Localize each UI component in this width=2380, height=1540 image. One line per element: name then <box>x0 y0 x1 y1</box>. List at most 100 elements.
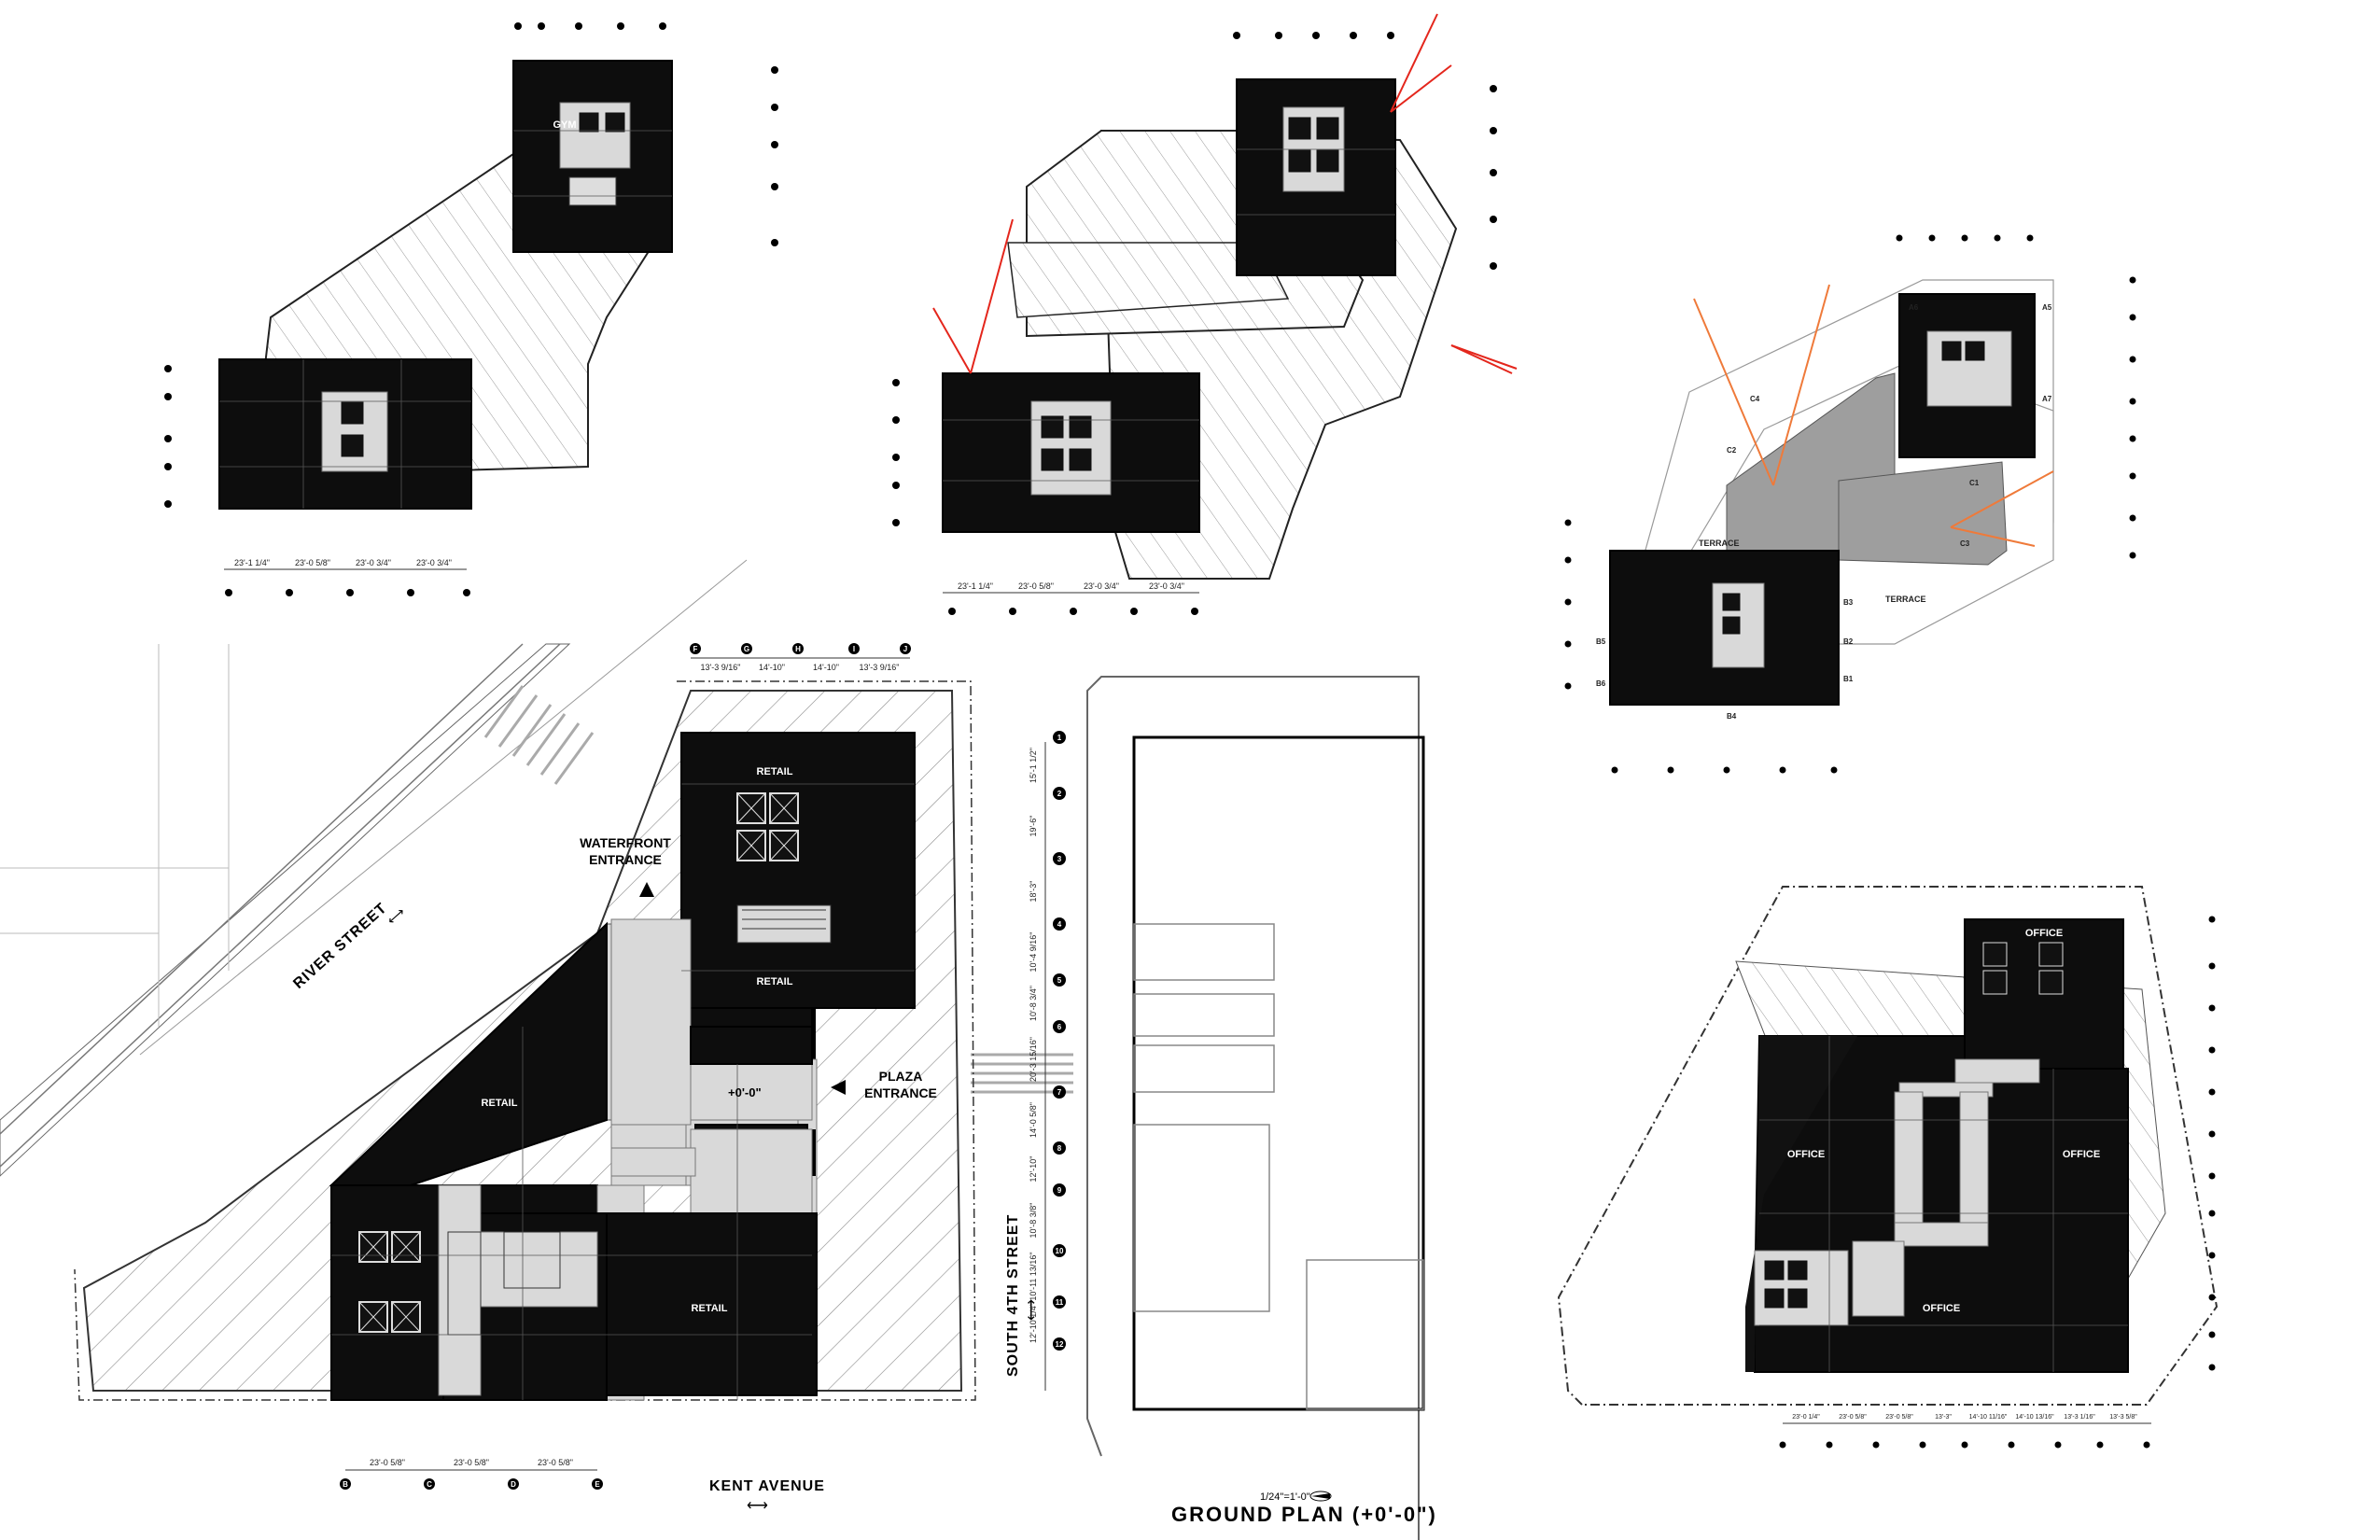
grid-bubble-label-3: 3 <box>1057 855 1062 863</box>
plaza-entrance-line2: ENTRANCE <box>864 1085 937 1100</box>
unit-C3: C3 <box>1960 539 1970 548</box>
structural-grid-lines <box>331 783 915 1400</box>
terrace-label-1: TERRACE <box>1699 539 1740 548</box>
south4th-street-label: SOUTH 4TH STREET ⟷ <box>1005 1214 1040 1377</box>
res-a-dim-1: 23'-1 1/4" <box>234 558 270 567</box>
residential-plan-b: 23'-1 1/4" 23'-0 5/8" 23'-0 3/4" 23'-0 3… <box>892 13 1518 615</box>
residential-b-room-grid <box>943 148 1395 482</box>
waterfront-entrance-line2: ENTRANCE <box>589 852 662 867</box>
unit-B5: B5 <box>1596 637 1606 646</box>
river-street-text: RIVER STREET <box>290 900 390 992</box>
north-arrow-icon <box>1309 1491 1332 1502</box>
res-a-dim-2: 23'-0 5/8" <box>295 558 330 567</box>
right-dim-10: 10'-11 13/16" <box>1029 1252 1038 1300</box>
residential-plan-a: GYM 23'-1 1/4" 23'-0 5/8" 23'-0 3/4" 23'… <box>164 22 778 596</box>
terrace-label-2: TERRACE <box>1885 595 1926 604</box>
unit-A5: A5 <box>2042 303 2052 312</box>
unit-B6: B6 <box>1596 679 1606 688</box>
unit-B1: B1 <box>1843 675 1854 683</box>
res-b-dim-4: 23'-0 3/4" <box>1149 581 1184 591</box>
res-b-dim-3: 23'-0 3/4" <box>1084 581 1119 591</box>
grid-bubble-11 <box>1053 1295 1066 1309</box>
plaza-entrance-label: PLAZA ENTRANCE <box>831 1069 937 1100</box>
waterfront-entrance-line1: WATERFRONT <box>580 835 671 850</box>
adjacent-block <box>1086 676 1425 1540</box>
crosswalk-river <box>483 685 595 785</box>
unit-C1: C1 <box>1969 479 1980 487</box>
grid-bubble-label-6: 6 <box>1057 1023 1062 1031</box>
grid-bubble-I: I <box>853 645 855 653</box>
office-label-top: OFFICE <box>2025 928 2063 939</box>
grid-bubble-G: G <box>744 645 749 653</box>
top-dim-2: 14'-10" <box>759 663 785 672</box>
grid-bubble-12 <box>1053 1337 1066 1351</box>
right-dim-4: 10'-4 9/16" <box>1029 932 1038 973</box>
residential-a-grid-bubbles <box>164 22 778 596</box>
ground-plan-title: GROUND PLAN (+0'-0") 1/24"=1'-0" <box>1171 1491 1437 1526</box>
grid-bubble-D: D <box>511 1480 516 1489</box>
residential-a-room-grid <box>219 130 672 509</box>
office-label-bottom: OFFICE <box>1923 1303 1960 1314</box>
river-street-band <box>0 559 748 1177</box>
grid-bubble-3 <box>1053 852 1066 865</box>
office-dim-5: 14'-10 11/16" <box>1969 1414 2008 1421</box>
top-dim-1: 13'-3 9/16" <box>701 663 741 672</box>
south4th-arrow-icon: ⟷ <box>1024 1299 1040 1321</box>
office-plan: OFFICE OFFICE OFFICE OFFICE 23'-0 1/4"23… <box>1557 886 2219 1449</box>
plaza-arrow-icon <box>831 1080 846 1095</box>
unit-C4: C4 <box>1750 395 1760 403</box>
ground-floor-building <box>329 732 916 1401</box>
grid-bubble-7 <box>1053 1085 1066 1099</box>
top-dim-3: 14'-10" <box>813 663 839 672</box>
grid-bubble-label-7: 7 <box>1057 1088 1062 1097</box>
bottom-elevator-core <box>358 1231 561 1336</box>
office-dim-8: 13'-3 5/8" <box>2109 1414 2137 1421</box>
office-dim-3: 23'-0 5/8" <box>1885 1414 1913 1421</box>
grid-bubble-label-8: 8 <box>1057 1144 1062 1153</box>
grid-bubble-label-1: 1 <box>1057 734 1062 742</box>
right-dim-8: 12'-10" <box>1029 1156 1038 1183</box>
right-dim-7: 14'-0 5/8" <box>1029 1102 1038 1138</box>
res-b-dim-1: 23'-1 1/4" <box>958 581 993 591</box>
kent-avenue-arrow-icon: ⟷ <box>747 1498 768 1514</box>
top-dim-4: 13'-3 9/16" <box>860 663 900 672</box>
right-dim-5: 10'-8 3/4" <box>1029 986 1038 1021</box>
river-street-label: RIVER STREET ⟷ <box>290 900 408 992</box>
waterfront-entrance-label: WATERFRONT ENTRANCE <box>580 835 671 897</box>
office-dim-7: 13'-3 1/16" <box>2064 1414 2095 1421</box>
retail-label-left: RETAIL <box>482 1098 518 1109</box>
right-dim-9: 10'-8 3/8" <box>1029 1203 1038 1239</box>
waterfront-arrow-icon <box>639 882 654 897</box>
site-boundary-dash <box>74 680 976 1401</box>
penthouse-unit-labels: A6 A5 A7 C4 C2 C1 C3 B3 B2 B1 B4 B5 B6 <box>1596 303 2052 721</box>
grid-bubble-1 <box>1053 731 1066 744</box>
unit-B2: B2 <box>1843 637 1854 646</box>
office-label-left: OFFICE <box>1787 1149 1825 1160</box>
grid-bubble-H: H <box>795 645 801 653</box>
res-b-dim-2: 23'-0 5/8" <box>1018 581 1054 591</box>
right-dim-11: 12'-10 1/4" <box>1029 1303 1038 1343</box>
grid-bubble-2 <box>1053 787 1066 800</box>
grid-bubble-5 <box>1053 973 1066 987</box>
grid-bubble-J: J <box>903 645 907 653</box>
unit-B4: B4 <box>1727 712 1737 721</box>
office-grid-bubbles <box>1779 916 2216 1449</box>
view-lines-red <box>932 13 1518 374</box>
ground-top-dimension: F G H I J 13'-3 9/16" 14'-10" 14'-10" 13… <box>690 643 911 672</box>
office-dim-1: 23'-0 1/4" <box>1792 1414 1820 1421</box>
office-bottom-dims: 23'-0 1/4"23'-0 5/8"23'-0 5/8"13'-3"14'-… <box>1783 1414 2151 1424</box>
kent-avenue-text: KENT AVENUE <box>709 1478 825 1494</box>
grid-bubble-label-12: 12 <box>1056 1340 1064 1349</box>
ground-plan-title-text: GROUND PLAN (+0'-0") <box>1171 1503 1437 1526</box>
grid-bubble-10 <box>1053 1244 1066 1257</box>
unit-B3: B3 <box>1843 598 1854 607</box>
unit-C2: C2 <box>1727 446 1737 455</box>
elevation-mark: +0'-0" <box>728 1085 762 1099</box>
top-elevator-core <box>736 792 832 944</box>
grid-bubble-9 <box>1053 1183 1066 1197</box>
south4th-street-text: SOUTH 4TH STREET <box>1005 1214 1021 1377</box>
res-a-dim-3: 23'-0 3/4" <box>356 558 391 567</box>
office-grid-lines <box>1759 1036 2128 1372</box>
